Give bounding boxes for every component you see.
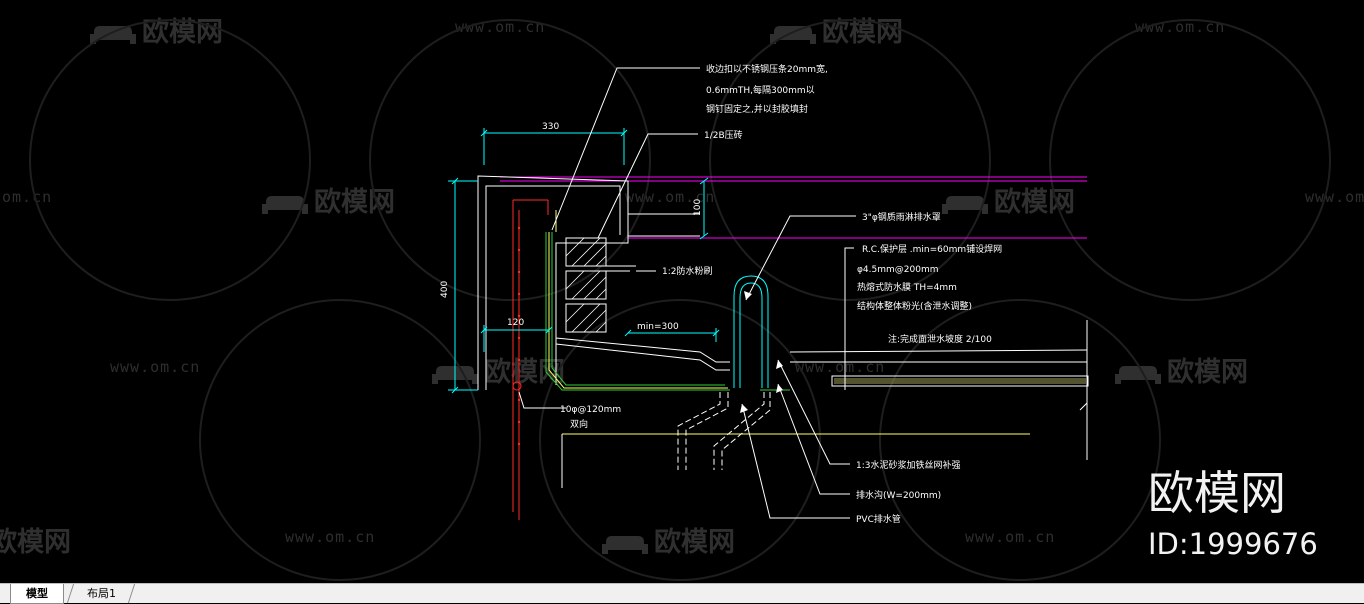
watermark-url: om.cn xyxy=(2,188,53,206)
note-edge-strip-2: 0.6mmTH,每隔300mm以 xyxy=(706,84,815,96)
drain-pipe xyxy=(677,392,771,470)
sofa-icon xyxy=(262,195,308,214)
dimension-330: 330 xyxy=(542,122,559,132)
watermark-url: www.om.cn xyxy=(625,188,716,206)
watermark-logo: 欧模网 xyxy=(942,180,1075,219)
sofa-icon xyxy=(602,535,648,554)
dimension-min300: min=300 xyxy=(637,322,679,332)
note-edge-strip-1: 收边扣以不锈钢压条20mm宽, xyxy=(706,63,828,75)
cad-drawing: 330 400 100 120 min=300 收边扣以不锈钢压条20mm宽, … xyxy=(29,19,1331,581)
note-gutter: 排水沟(W=200mm) xyxy=(856,489,941,501)
dimension-400: 400 xyxy=(440,281,450,298)
note-pvc-pipe: PVC排水管 xyxy=(856,513,901,525)
leader-arrows xyxy=(740,291,783,413)
roof-slab xyxy=(555,320,1088,488)
sofa-icon xyxy=(1115,365,1161,384)
note-layers-4: 结构体整体粉光(含泄水调整) xyxy=(857,300,972,312)
watermark-logo: 欧模网 xyxy=(0,527,71,558)
note-layers-1: R.C.保护层 .min=60mm铺设焊网 xyxy=(862,243,1002,255)
watermark-logo: 欧模网 xyxy=(602,520,735,559)
drain-cover xyxy=(733,275,769,388)
parapet-outline xyxy=(477,175,700,390)
note-edge-strip-3: 钢钉固定之,并以封胶填封 xyxy=(706,103,808,115)
watermark-url: www.om.cn xyxy=(455,18,546,36)
watermark-logo: 欧模网 xyxy=(1115,350,1248,389)
tab-model[interactable]: 模型 xyxy=(10,584,64,604)
waterproof-layer xyxy=(545,232,790,391)
watermark-url: www.om.cn xyxy=(110,358,201,376)
note-drain-cover: 3"φ钢质雨淋排水罩 xyxy=(862,211,941,223)
note-rebar-1: 10φ@120mm xyxy=(560,405,621,415)
note-rebar-2: 双向 xyxy=(570,418,588,430)
note-slope: 注:完成面泄水坡度 2/100 xyxy=(888,333,992,345)
cad-model-canvas[interactable]: 欧模网 www.om.cn 欧模网 www.om.cn om.cn 欧模网 ww… xyxy=(0,0,1364,583)
watermark-logo: 欧模网 xyxy=(262,180,395,219)
tab-layout1-label: 布局1 xyxy=(86,587,116,600)
dimension-120: 120 xyxy=(507,318,524,328)
watermark-url: www.om.cn xyxy=(285,528,376,546)
id-badge: 欧模网 ID:1999676 xyxy=(1148,468,1318,562)
tab-layout1[interactable]: 布局1 xyxy=(66,584,136,603)
dimension-100: 100 xyxy=(693,199,703,216)
note-layers-3: 热熔式防水膜 TH=4mm xyxy=(857,281,957,293)
note-mortar: 1:3水泥砂浆加铁丝网补强 xyxy=(856,459,961,471)
note-plaster: 1:2防水粉刷 xyxy=(662,265,713,277)
watermark-arcs xyxy=(29,19,1331,581)
watermark-url: www.om.cn xyxy=(965,528,1056,546)
magenta-lines xyxy=(500,176,1087,239)
watermark-url: www.om.cn xyxy=(1305,188,1364,206)
brick-blocks xyxy=(565,237,636,333)
note-brick: 1/2B压砖 xyxy=(704,129,743,141)
badge-brand: 欧模网 xyxy=(1148,466,1286,520)
watermark-logo: 欧模网 xyxy=(770,10,903,49)
badge-id: ID:1999676 xyxy=(1148,527,1318,561)
rebar xyxy=(512,199,549,520)
rebar-dots xyxy=(517,226,521,446)
dimension-lines xyxy=(448,128,720,394)
leader-lines xyxy=(518,67,856,519)
layout-tab-bar: 模型 布局1 xyxy=(0,583,1364,604)
watermark-url: www.om.cn xyxy=(1135,18,1226,36)
insulation-band xyxy=(831,375,1089,387)
note-layers-2: φ4.5mm@200mm xyxy=(857,265,939,275)
sofa-icon xyxy=(942,195,988,214)
